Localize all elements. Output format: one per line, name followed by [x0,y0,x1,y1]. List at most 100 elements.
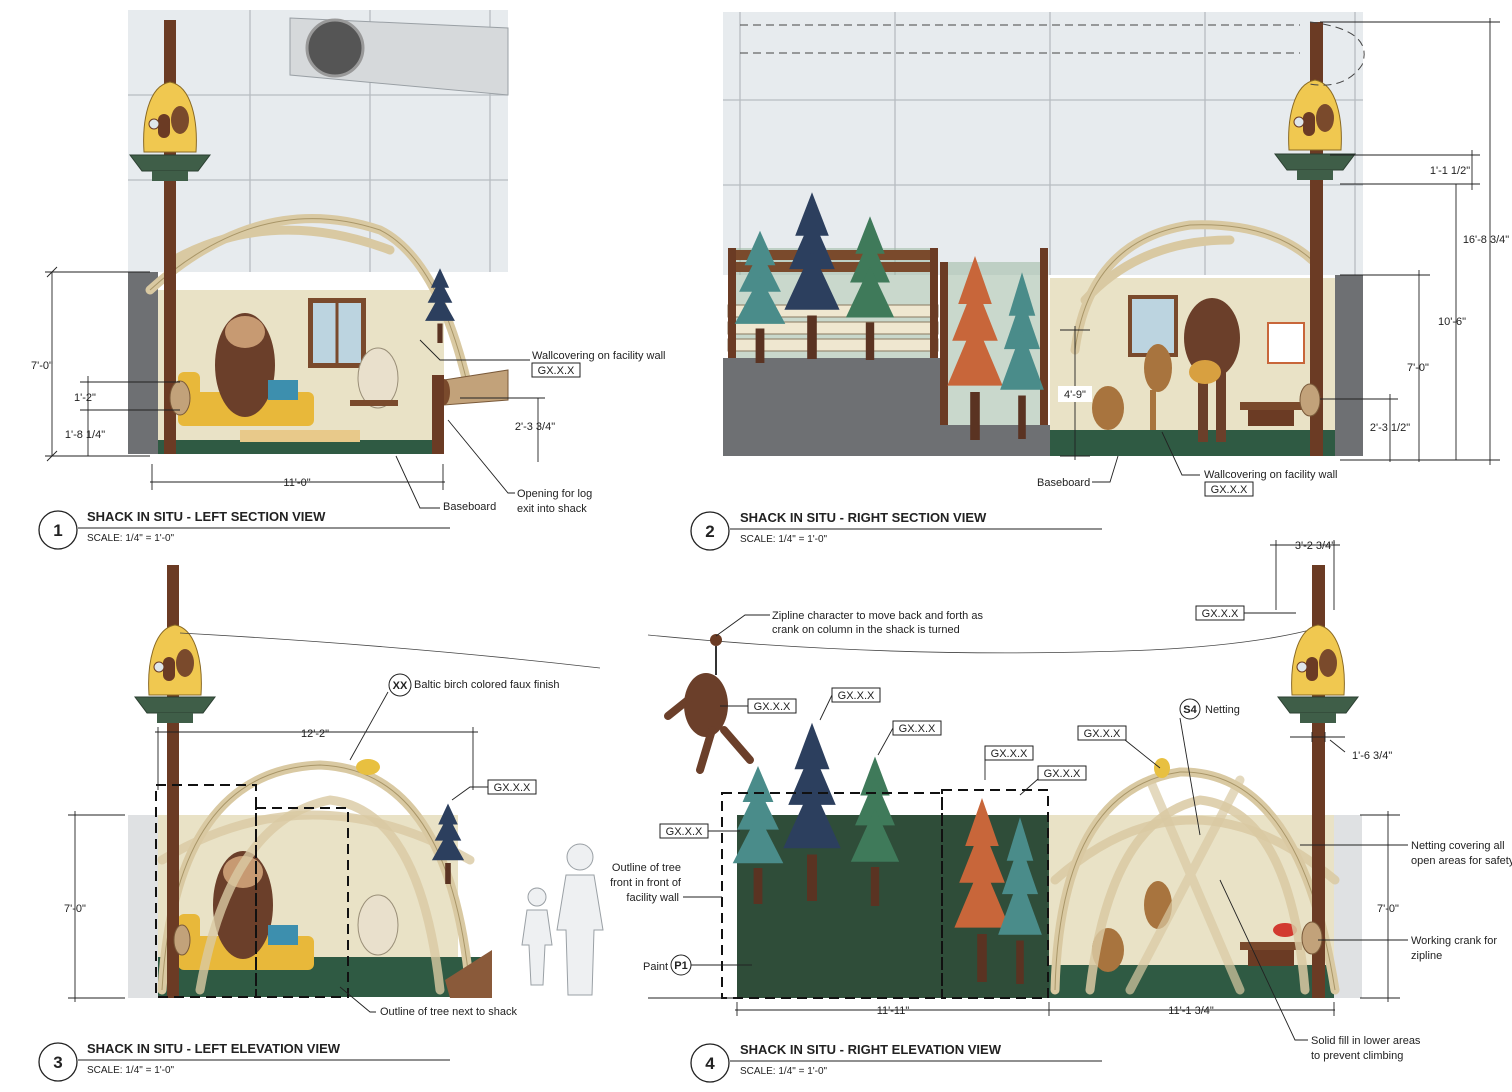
callout-solid-2: to prevent climbing [1311,1050,1403,1062]
tree-outline [941,789,1049,999]
log-exit [445,950,492,998]
gx-tag-label: GX.X.X [1202,608,1239,620]
callout-baseboard: Baseboard [1037,477,1090,489]
view-title-3: SHACK IN SITU - LEFT ELEVATION VIEW [87,1041,341,1056]
painted-wall [737,815,1049,998]
view-number-2: 2 [705,522,714,541]
planter [134,696,216,724]
dim-v1-height: 7'-0" [31,360,53,372]
front-post [432,375,444,454]
dim-v4-post: 1'-6 3/4" [1352,750,1392,762]
gx-tag-label: GX.X.X [494,782,531,794]
callout-birch: Baltic birch colored faux finish [414,679,560,691]
v3-callouts: XX Baltic birch colored faux finish GX.X… [339,673,560,1018]
dim-v4-height: 7'-0" [1377,903,1399,915]
dim-v2-d: 2'-3 1/2" [1370,422,1410,434]
gx-tag [984,745,1034,761]
facility-column [1334,815,1362,998]
view-title-2: SHACK IN SITU - RIGHT SECTION VIEW [740,510,987,525]
gx-tag [1195,605,1245,621]
gx-tag-label: GX.X.X [1044,768,1081,780]
gx-tag [1204,481,1254,497]
callout-outline-tree: Outline of tree next to shack [380,1006,517,1018]
view-title-1: SHACK IN SITU - LEFT SECTION VIEW [87,509,326,524]
birdhouse [148,624,202,696]
dim-v1-a: 1'-2" [74,392,96,404]
tree-outline [155,784,257,998]
window-mullions [723,12,1363,275]
v4-callouts: Zipline character to move back and forth… [610,605,1512,1062]
dim-v1-width: 11'-0" [283,477,310,489]
callout-netting: Netting [1205,704,1240,716]
v2-title-block: 2 SHACK IN SITU - RIGHT SECTION VIEW SCA… [690,510,1102,551]
facility-wall-base [945,425,1050,456]
view-scale-3: SCALE: 1/4" = 1'-0" [87,1065,175,1076]
dim-v3-height: 7'-0" [64,903,86,915]
callout-wallcovering: Wallcovering on facility wall [1204,469,1337,481]
callout-birch-tag: XX [393,680,408,692]
dim-v2-height: 7'-0" [1407,362,1429,374]
shack-floor [1050,430,1340,456]
callout-paint-tag: P1 [674,960,687,972]
facility-column [128,272,158,454]
view-number-1: 1 [53,521,62,540]
dim-v2-c: 4'-9" [1064,389,1086,401]
gx-tag-label: GX.X.X [754,701,791,713]
view-3-left-elevation: 7'-0" 12'-2" XX Baltic birch colored fau… [38,565,604,1082]
view-title-4: SHACK IN SITU - RIGHT ELEVATION VIEW [740,1042,1002,1057]
log-exit [438,369,509,406]
view-2-right-section: 1'-1 1/2" 16'-8 3/4" 10'-6" 7'-0" 2'-3 1… [690,12,1509,551]
facility-column [1335,275,1363,456]
planter [1277,696,1359,724]
facility-column [128,815,158,998]
callout-outline-front-3: facility wall [626,892,679,904]
gx-tag-label: GX.X.X [838,690,875,702]
dome-arch [1070,220,1317,355]
dim-v1-c: 2'-3 3/4" [515,421,555,433]
callout-log-exit-2: exit into shack [517,503,587,515]
bird [1154,758,1170,778]
view-number-4: 4 [705,1054,715,1073]
gx-tag-label: GX.X.X [1211,484,1248,496]
crank-wheel [169,380,191,416]
v3-title-block: 3 SHACK IN SITU - LEFT ELEVATION VIEW SC… [38,1041,450,1082]
gx-tag [531,362,581,378]
crank-wheel [173,924,191,956]
view-scale-1: SCALE: 1/4" = 1'-0" [87,533,175,544]
gx-tag-label: GX.X.X [666,826,703,838]
shack-floor [158,440,444,454]
callout-crank-2: zipline [1411,950,1442,962]
callout-paint: Paint [643,961,668,973]
gx-tag-label: GX.X.X [991,748,1028,760]
goat-character [357,894,399,956]
bigfoot-guitar [1184,298,1240,442]
people-silhouettes [521,843,604,996]
gx-tag [747,698,797,714]
gx-tag [487,779,537,795]
callout-wallcovering: Wallcovering on facility wall [532,350,665,362]
dim-v2-a: 1'-1 1/2" [1430,165,1470,177]
gx-tag-label: GX.X.X [538,365,575,377]
gx-tag [831,687,881,703]
callout-netting-all-1: Netting covering all [1411,840,1505,852]
v1-dimensions: 7'-0" 1'-2" 1'-8 1/4" 2'-3 3/4" 11'-0" [31,266,555,490]
gx-tag-label: GX.X.X [899,723,936,735]
view-1-left-section: 7'-0" 1'-2" 1'-8 1/4" 2'-3 3/4" 11'-0" W… [31,10,665,550]
view-4-right-elevation: 3'-2 3/4" 1'-6 3/4" 7'-0" 11'-11" 11'-1 … [610,540,1512,1083]
facility-wall-base [723,358,945,456]
view-scale-2: SCALE: 1/4" = 1'-0" [740,534,828,545]
dim-v4-right: 11'-1 3/4" [1168,1005,1214,1017]
callout-outline-front-2: front in front of [610,877,682,889]
bigfoot-character [213,851,298,959]
gx-tag [1077,725,1127,741]
v1-callouts: Wallcovering on facility wall GX.X.X Bas… [395,339,665,515]
v3-dimensions: 7'-0" 12'-2" [64,727,478,1002]
tree-outline [255,807,349,998]
callout-log-exit-1: Opening for log [517,488,592,500]
v4-title-block: 4 SHACK IN SITU - RIGHT ELEVATION VIEW S… [690,1042,1102,1083]
callout-solid-1: Solid fill in lower areas [1311,1035,1421,1047]
callout-zipline-2: crank on column in the shack is turned [772,624,960,636]
zipline-cable [647,629,1311,654]
crank-wheel [1301,921,1323,955]
dim-v3-width: 12'-2" [301,728,329,740]
